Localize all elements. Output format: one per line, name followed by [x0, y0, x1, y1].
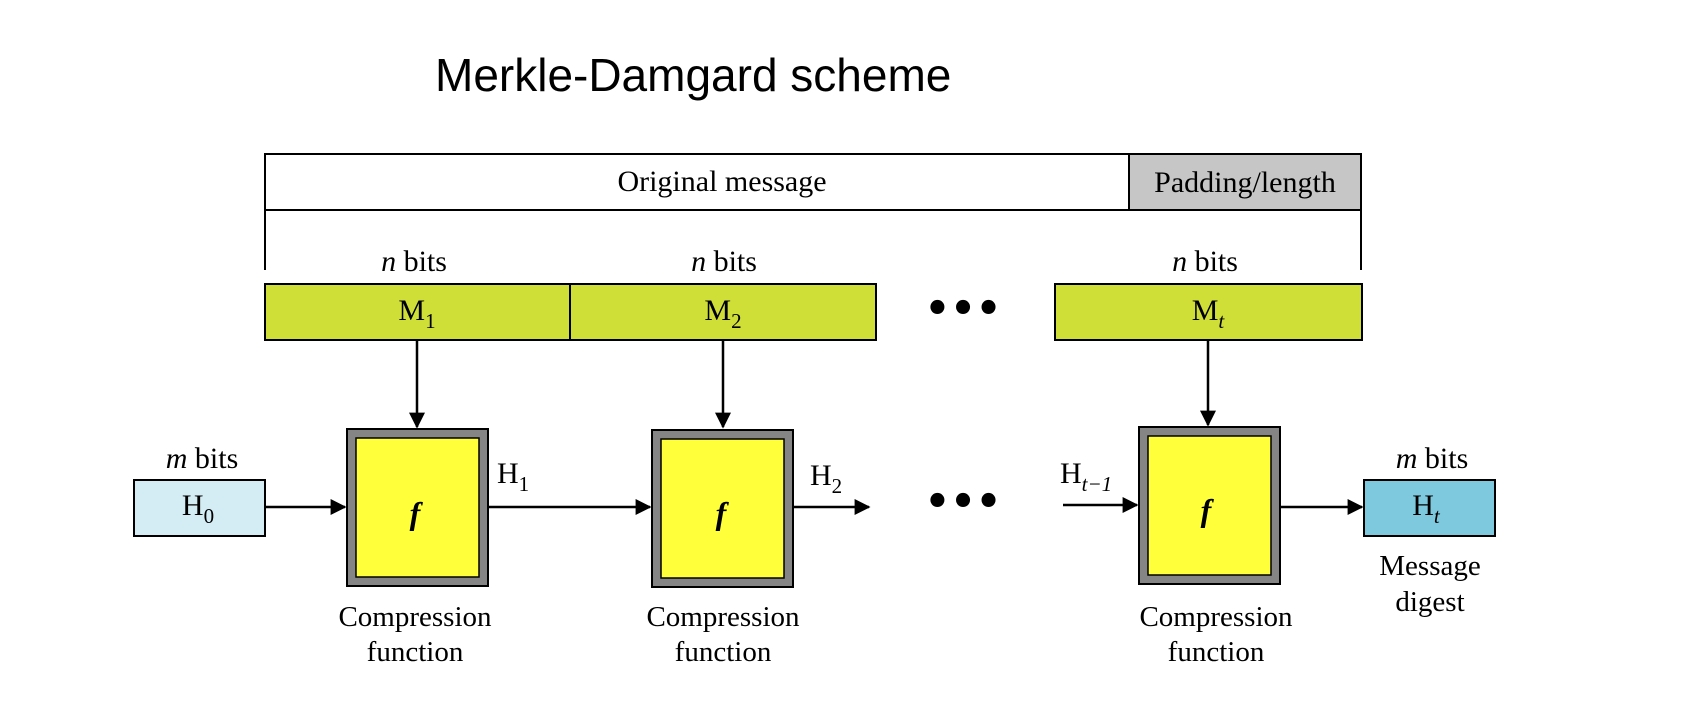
message-block-t [1054, 283, 1363, 341]
diagram-title: Merkle-Damgard scheme [435, 49, 951, 101]
message-block-2 [569, 283, 877, 341]
compression-function-3-caption-line1: Compression [1139, 601, 1293, 633]
chain-label-h2: H2 [810, 459, 842, 498]
compression-function-1-symbol: f [410, 495, 424, 531]
original-message-label: Original message [617, 165, 826, 198]
message-block-1-label: M1 [398, 294, 435, 333]
block-1-size-label: n bits [381, 245, 447, 278]
compression-function-2-symbol: f [716, 495, 730, 531]
block-t-size-label: n bits [1172, 245, 1238, 278]
compression-function-3-symbol: f [1201, 492, 1215, 528]
message-block-2-label: M2 [704, 294, 741, 333]
original-message-segment [264, 153, 1130, 211]
ht-label: Ht [1412, 489, 1441, 528]
h0-size-label: m bits [166, 442, 239, 475]
chain-label-ht-1: Ht−1 [1060, 457, 1112, 496]
chain-label-h1: H1 [497, 457, 529, 496]
h0-box [133, 479, 266, 537]
block-ellipsis: ••• [925, 286, 1002, 332]
compression-function-3-caption-line2: function [1168, 636, 1265, 668]
compression-function-3: f [1138, 426, 1281, 585]
block-2-size-label: n bits [691, 245, 757, 278]
compression-function-1-caption-line1: Compression [338, 601, 492, 633]
padding-length-label: Padding/length [1154, 166, 1336, 199]
compression-function-1: f [346, 428, 489, 587]
compression-function-2: f [651, 429, 794, 588]
padding-length-segment [1128, 153, 1362, 211]
compression-function-2-caption-line1: Compression [646, 601, 800, 633]
ht-box [1363, 479, 1496, 537]
chain-ellipsis: ••• [925, 479, 1002, 525]
message-bar: Original message Padding/length [264, 153, 1362, 270]
ht-size-label: m bits [1396, 442, 1469, 475]
message-digest-caption-line2: digest [1395, 586, 1464, 618]
message-block-t-label: Mt [1192, 294, 1226, 333]
compression-function-1-caption-line2: function [367, 636, 464, 668]
h0-label: H0 [182, 489, 214, 528]
message-digest-caption-line1: Message [1379, 550, 1480, 582]
compression-function-2-caption-line2: function [675, 636, 772, 668]
